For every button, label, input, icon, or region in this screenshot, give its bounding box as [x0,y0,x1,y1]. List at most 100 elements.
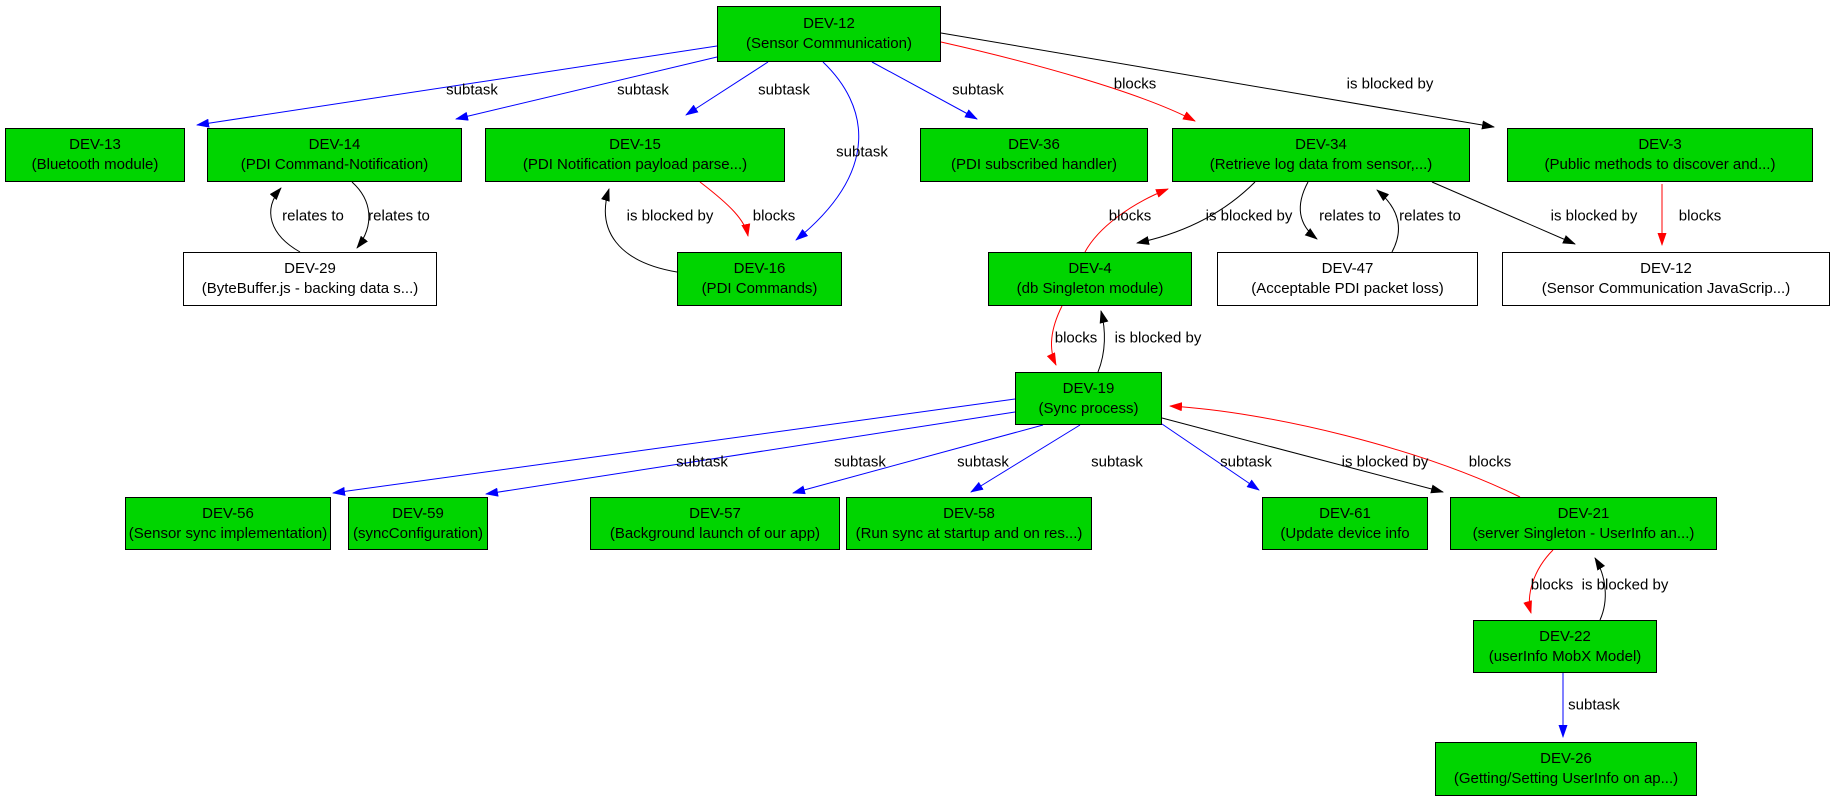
edge-label-subtask: subtask [1220,453,1272,471]
node-key: DEV-15 [609,136,661,153]
node-dev-21[interactable]: DEV-21 (server Singleton - UserInfo an..… [1450,497,1717,550]
node-dev-56[interactable]: DEV-56 (Sensor sync implementation) [125,497,331,550]
node-key: DEV-19 [1062,379,1115,397]
edge-dev12-dev13-subtask [196,45,718,128]
edge-dev34-dev12ext-isblockedby [1431,181,1576,245]
node-key: DEV-13 [69,136,121,153]
node-dev-57[interactable]: DEV-57 (Background launch of our app) [590,497,840,550]
edge-label-subtask: subtask [446,81,498,99]
edge-label-blocks: blocks [752,207,796,225]
edge-dev19-dev21-isblockedby [1161,417,1444,494]
edge-label-blocks: blocks [1468,453,1512,471]
node-key: DEV-59 [392,504,444,522]
edge-dev19-dev61-subtask [1161,423,1260,491]
node-dev-58[interactable]: DEV-58 (Run sync at startup and on res..… [846,497,1092,550]
node-dev-59[interactable]: DEV-59 (syncConfiguration) [348,497,488,550]
node-key: DEV-26 [1540,750,1592,767]
node-dev-61[interactable]: DEV-61 (Update device info [1262,497,1428,550]
node-dev-15[interactable]: DEV-15 (PDI Notification payload parse..… [485,128,785,182]
edge-label-blocks: blocks [1530,576,1574,594]
edge-dev16-dev15-isblockedby [601,188,678,273]
edge-label-subtask: subtask [758,81,810,99]
edge-dev21-dev19-blocks [1169,402,1521,498]
edge-label-is-blocked-by: is blocked by [1581,576,1669,594]
edge-label-subtask: subtask [957,453,1009,471]
edge-dev29-dev14-relatesto [269,187,301,253]
edge-dev19-dev59-subtask [485,411,1016,497]
node-dev-16[interactable]: DEV-16 (PDI Commands) [677,252,842,306]
node-summary: (syncConfiguration) [352,524,484,542]
node-key: DEV-56 [202,504,254,522]
edge-dev15-dev16-blocks [699,181,751,237]
edge-dev19-dev56-subtask [332,398,1016,496]
node-dev-13[interactable]: DEV-13 (Bluetooth module) [5,128,185,182]
edge-label-subtask: subtask [836,143,888,161]
edge-dev22-dev21-isblockedby [1594,557,1606,621]
node-dev-3[interactable]: DEV-3 (Public methods to discover and...… [1507,128,1813,182]
edge-dev12-dev36-subtask [871,61,978,120]
edge-label-relates-to: relates to [1399,207,1461,225]
edge-dev14-dev29-relatesto [351,181,370,249]
node-summary: (Sensor sync implementation) [128,524,328,542]
node-dev-26[interactable]: DEV-26 (Getting/Setting UserInfo on ap..… [1435,742,1697,796]
node-dev-12-external[interactable]: DEV-12 (Sensor Communication JavaScrip..… [1502,252,1830,306]
edge-label-is-blocked-by: is blocked by [1341,453,1429,471]
node-summary: (Update device info [1280,524,1410,542]
node-summary: (Getting/Setting UserInfo on ap...) [1453,770,1679,787]
edge-dev4-dev34-blocks [1084,188,1169,253]
node-summary: (Sync process) [1038,399,1139,417]
node-summary: (PDI Notification payload parse...) [522,156,748,173]
edge-label-subtask: subtask [617,81,669,99]
edge-label-subtask: subtask [834,453,886,471]
edge-label-relates-to: relates to [368,207,430,225]
node-summary: (Background launch of our app) [609,524,821,542]
node-summary: (PDI Command-Notification) [240,156,429,173]
node-summary: (Acceptable PDI packet loss) [1251,280,1444,297]
node-dev-14[interactable]: DEV-14 (PDI Command-Notification) [207,128,462,182]
edge-label-is-blocked-by: is blocked by [1205,207,1293,225]
node-summary: (Public methods to discover and...) [1544,156,1776,173]
node-key: DEV-36 [1008,136,1060,153]
edge-dev34-dev47-relatesto [1299,181,1318,240]
edge-dev19-dev58-subtask [970,424,1081,493]
node-summary: (Run sync at startup and on res...) [855,524,1083,542]
edge-dev12-dev15-subtask [685,61,769,116]
edge-label-blocks: blocks [1678,207,1722,225]
node-summary: (PDI subscribed handler) [951,156,1117,173]
node-key: DEV-21 [1557,504,1610,522]
node-summary: (db Singleton module) [1016,280,1164,297]
edge-dev12-dev14-subtask [455,56,718,121]
node-dev-47[interactable]: DEV-47 (Acceptable PDI packet loss) [1217,252,1478,306]
node-summary: (userInfo MobX Model) [1488,647,1642,665]
node-dev-19[interactable]: DEV-19 (Sync process) [1015,372,1162,425]
node-summary: (Retrieve log data from sensor,...) [1209,156,1433,173]
node-summary: (Sensor Communication JavaScrip...) [1541,280,1791,297]
edge-label-subtask: subtask [952,81,1004,99]
edge-label-is-blocked-by: is blocked by [1346,75,1434,93]
edge-label-relates-to: relates to [1319,207,1381,225]
node-dev-12-root[interactable]: DEV-12 (Sensor Communication) [717,6,941,62]
edge-dev34-dev4-isblockedby [1136,181,1256,245]
node-key: DEV-4 [1068,260,1112,277]
node-key: DEV-12 [1640,260,1692,277]
node-dev-4[interactable]: DEV-4 (db Singleton module) [988,252,1192,306]
node-dev-29[interactable]: DEV-29 (ByteBuffer.js - backing data s..… [183,252,437,306]
edge-label-subtask: subtask [676,453,728,471]
node-dev-36[interactable]: DEV-36 (PDI subscribed handler) [920,128,1148,182]
node-summary: (server Singleton - UserInfo an...) [1472,524,1695,542]
edge-label-subtask: subtask [1568,696,1620,714]
node-key: DEV-34 [1295,136,1347,153]
edge-dev4-dev19-blocks [1046,305,1063,366]
node-summary: (Bluetooth module) [31,156,159,173]
node-key: DEV-58 [943,504,995,522]
node-key: DEV-57 [689,504,741,522]
node-summary: (Sensor Communication) [746,35,912,52]
node-dev-34[interactable]: DEV-34 (Retrieve log data from sensor,..… [1172,128,1470,182]
node-dev-22[interactable]: DEV-22 (userInfo MobX Model) [1473,620,1657,673]
edge-dev12-dev34-blocks [940,41,1196,122]
node-key: DEV-29 [284,260,336,277]
edge-dev19-dev57-subtask [792,424,1044,495]
edge-label-blocks: blocks [1113,75,1157,93]
